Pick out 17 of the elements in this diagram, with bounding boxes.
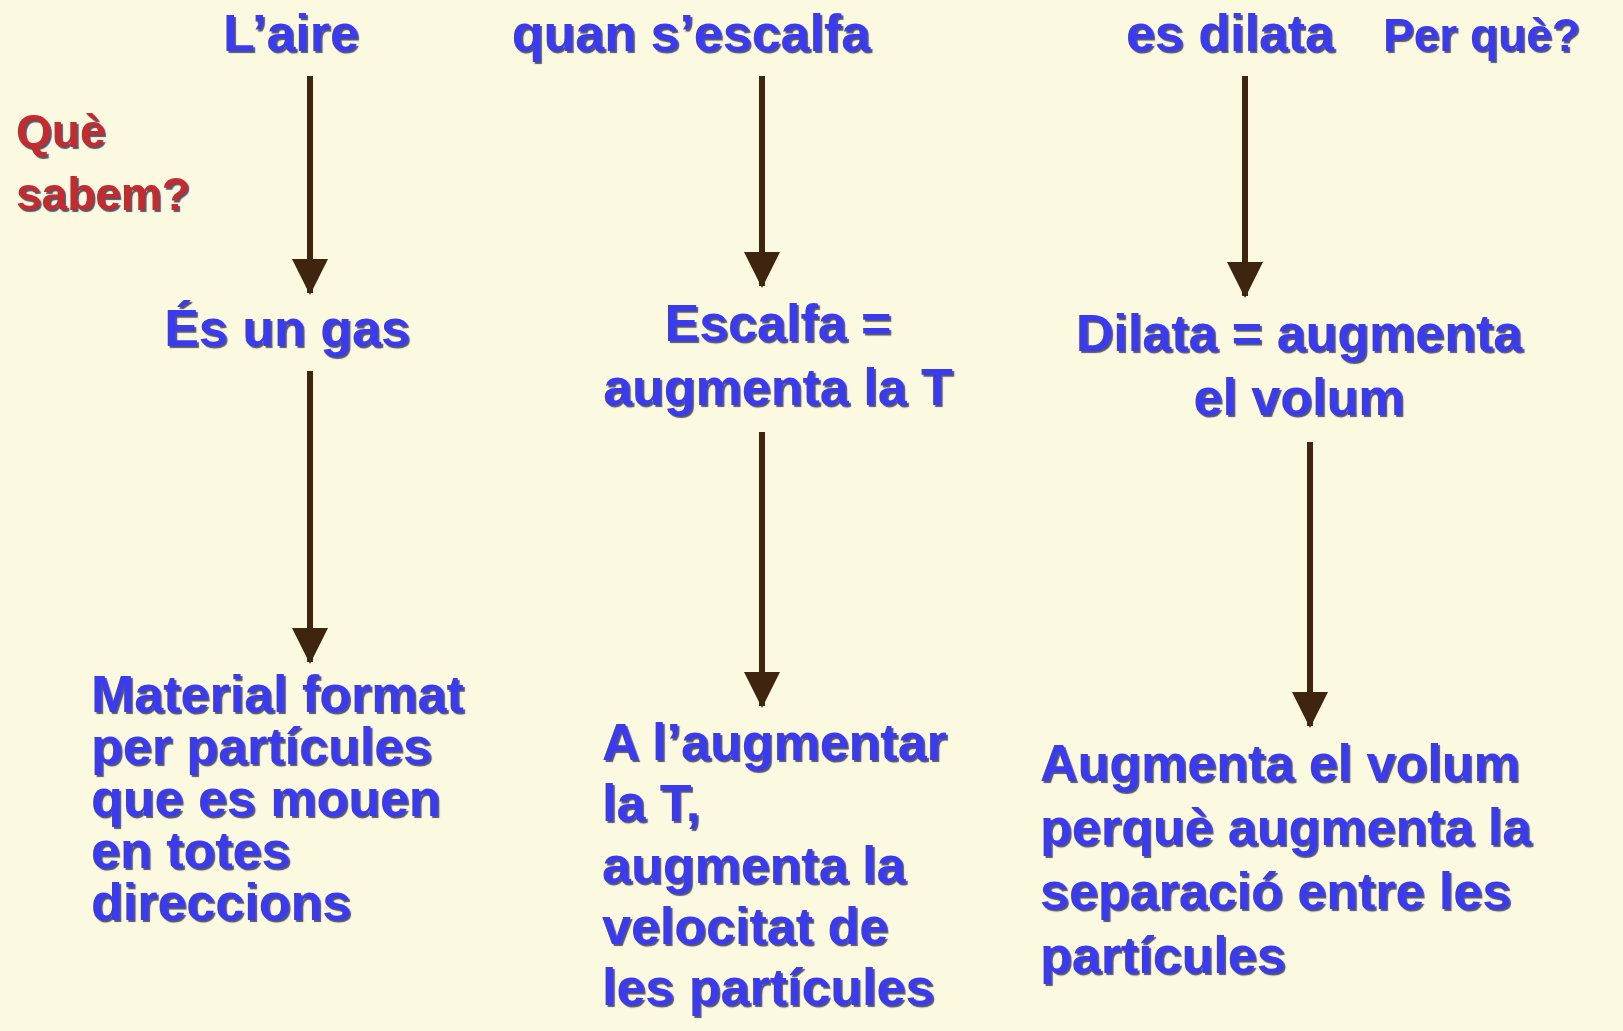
concept-text: A l’augmentar la T, augmenta la velocitat de les partícules	[602, 712, 957, 1019]
concept-text: Augmenta el volum perquè augmenta la separació entre les partícules	[1040, 732, 1550, 988]
concept-text: És un gas	[137, 299, 437, 359]
arrow	[1292, 442, 1328, 728]
arrow	[1227, 76, 1263, 298]
arrow	[744, 76, 780, 288]
concept-text: es dilata	[1100, 4, 1360, 64]
concept-text: quan s’escalfa	[491, 4, 891, 64]
concept-text: Escalfa = augmenta la T	[588, 292, 968, 420]
arrow	[744, 432, 780, 708]
concept-text: L’aire	[191, 4, 391, 64]
question-label: Què sabem?	[16, 104, 191, 222]
concept-text: Material format per partícules que es mouen en totes direccions	[91, 668, 491, 928]
arrow	[292, 76, 328, 295]
question-label: Per què?	[1383, 8, 1581, 63]
concept-text: Dilata = augmenta el volum	[1064, 302, 1534, 430]
arrow	[292, 371, 328, 664]
